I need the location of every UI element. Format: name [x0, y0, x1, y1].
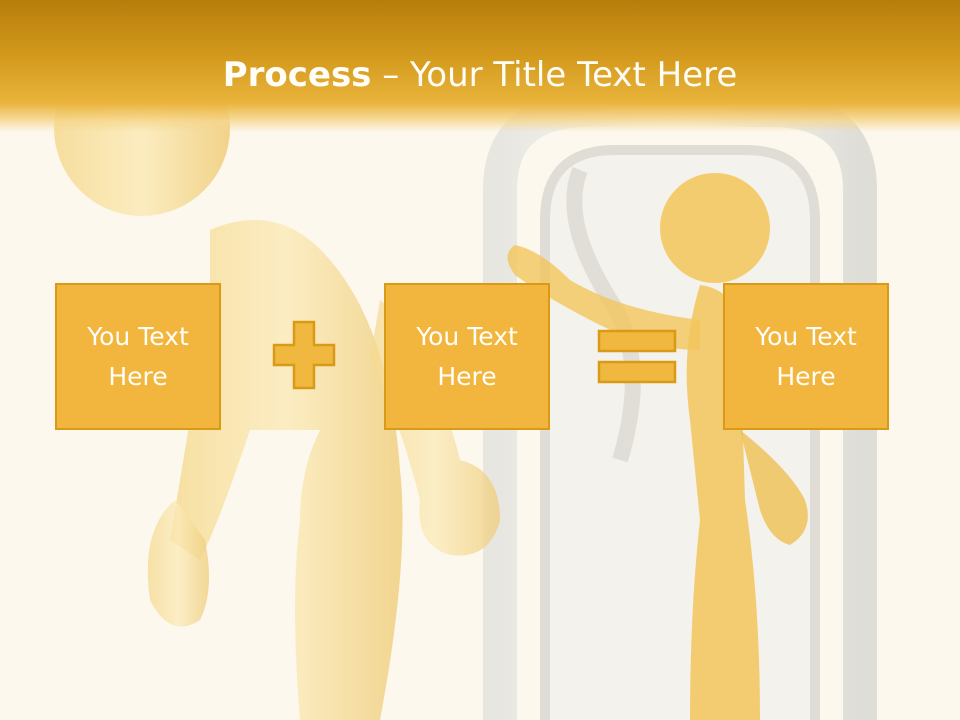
text-box-2-line1: You Text: [416, 321, 518, 351]
text-box-1-line1: You Text: [87, 321, 189, 351]
equals-icon[interactable]: [597, 329, 677, 385]
text-box-3[interactable]: You Text Here: [723, 283, 889, 430]
text-box-1-line2: Here: [108, 361, 168, 391]
text-box-2[interactable]: You Text Here: [384, 283, 550, 430]
plus-icon[interactable]: [272, 320, 336, 390]
title-bold: Process: [222, 55, 372, 95]
text-box-3-line1: You Text: [755, 321, 857, 351]
text-box-2-line2: Here: [437, 361, 497, 391]
text-box-1[interactable]: You Text Here: [55, 283, 221, 430]
slide-title[interactable]: Process – Your Title Text Here: [0, 52, 960, 98]
header-band: [0, 0, 960, 132]
title-rest: – Your Title Text Here: [371, 55, 738, 95]
text-box-3-line2: Here: [776, 361, 836, 391]
